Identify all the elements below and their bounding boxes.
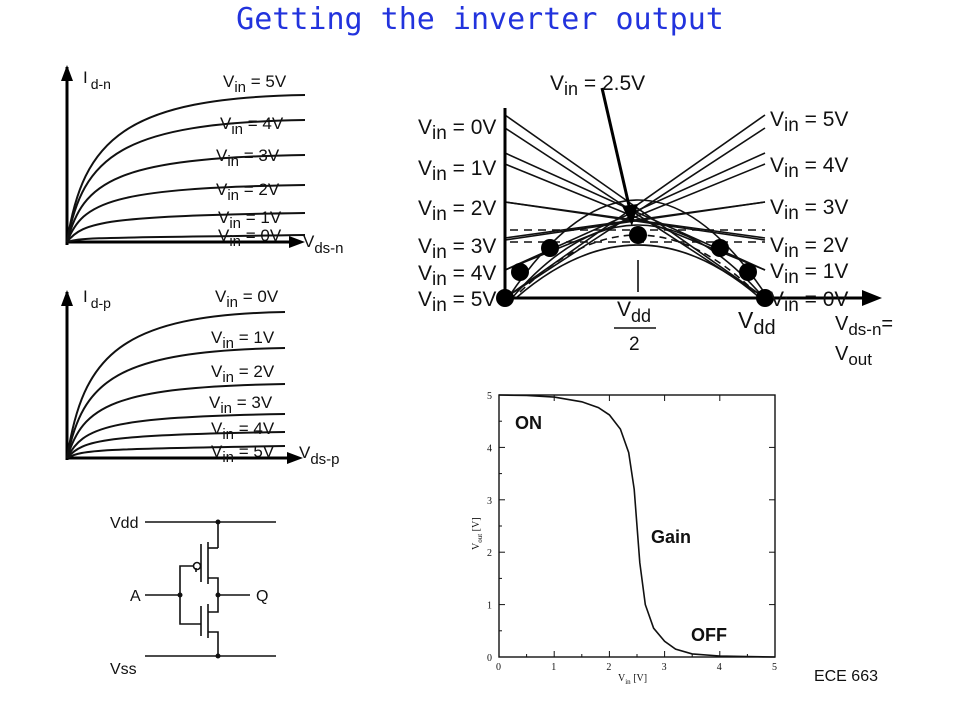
load-line — [504, 201, 766, 241]
pointer-arrow — [600, 87, 632, 211]
vtc-series-line — [498, 394, 776, 658]
operating-point — [756, 289, 774, 307]
junction-in — [177, 592, 183, 598]
right-curve-label: Vin = 0V — [770, 288, 848, 316]
output-label: Q — [256, 588, 268, 605]
junction-out — [215, 592, 221, 598]
pmos-curve — [66, 383, 286, 459]
vdd-label: Vdd — [110, 515, 138, 532]
nmos-curve — [66, 154, 306, 243]
pmos-curve — [66, 347, 286, 459]
label-on: ON — [515, 413, 542, 433]
operating-points — [496, 226, 774, 307]
nmos-curve — [66, 119, 306, 243]
y-tick-label: 2 — [487, 548, 492, 559]
x-axis-label: Vds-n — [303, 232, 344, 257]
left-curve-label: Vin = 4V — [418, 262, 496, 290]
left-curve-label: Vin = 3V — [418, 235, 496, 263]
nmos-curve-label: Vin = 1V — [218, 208, 282, 232]
junction-vdd — [215, 519, 221, 525]
label-vds-n: Vds-n= — [835, 313, 893, 339]
vss-label: Vss — [110, 661, 137, 678]
operating-point — [739, 263, 757, 281]
x-tick-label: 4 — [717, 662, 722, 673]
pmos-curve-label: Vin = 1V — [211, 328, 275, 352]
y-tick-label: 0 — [487, 653, 492, 664]
y-tick-label: 4 — [487, 443, 492, 454]
x-axis-label: Vds-p — [299, 443, 340, 468]
label-vdd: Vdd — [738, 307, 776, 339]
vtc-chart: 0 1 2 3 4 5 0 1 2 3 4 5 ON Gain OFF Vin [V] Vout [V… — [471, 391, 777, 686]
nmos-curve-label: Vin = 2V — [216, 180, 280, 204]
pmos-curve — [66, 445, 286, 459]
nmos-curve-label: Vin = 0V — [218, 226, 282, 250]
label-off: OFF — [691, 625, 727, 645]
parabola-middle — [511, 224, 765, 299]
nmos-curve-label: Vin = 4V — [220, 114, 284, 138]
label-gain: Gain — [651, 527, 691, 547]
left-curve-label: Vin = 5V — [418, 288, 496, 316]
operating-point — [496, 289, 514, 307]
label-vdd-half: Vdd — [617, 298, 651, 326]
operating-point — [511, 263, 529, 281]
label-vout: Vout — [835, 343, 872, 369]
right-curve-label: Vin = 5V — [770, 108, 848, 136]
nmos-curve — [66, 234, 306, 243]
right-curve-label: Vin = 4V — [770, 154, 848, 182]
x-tick-label: 0 — [496, 662, 501, 673]
pmos-curves — [66, 311, 286, 459]
nmos-curves — [66, 94, 306, 243]
pmos-curve-label: Vin = 3V — [209, 393, 273, 417]
nmos-curve-label: Vin = 5V — [223, 72, 287, 96]
y-tick-label: 3 — [487, 496, 492, 507]
label-vdd-half-den: 2 — [629, 334, 640, 355]
right-curve-label: Vin = 3V — [770, 196, 848, 224]
pmos-curve-label: Vin = 0V — [215, 287, 279, 311]
x-axis-label: Vin [V] — [618, 673, 647, 686]
x-tick-label: 5 — [772, 662, 777, 673]
nmos-curve — [66, 94, 306, 243]
pmos-curve-label: Vin = 5V — [211, 442, 275, 466]
pmos-curve — [66, 413, 286, 459]
vtc-ticks — [498, 394, 776, 658]
x-tick-label: 2 — [606, 662, 611, 673]
left-curve-label: Vin = 2V — [418, 197, 496, 225]
input-label: A — [130, 588, 141, 605]
label-vin-2-5: Vin = 2.5V — [550, 72, 645, 99]
slide-title: Getting the inverter output — [236, 2, 724, 37]
y-tick-label: 5 — [487, 391, 492, 402]
operating-point — [711, 239, 729, 257]
y-tick-label: 1 — [487, 601, 492, 612]
pmos-curve-label: Vin = 2V — [211, 362, 275, 386]
pmos-curve-label: Vin = 4V — [211, 419, 275, 443]
x-tick-label: 1 — [551, 662, 556, 673]
parabola-inner — [515, 244, 761, 299]
right-curve-label: Vin = 1V — [770, 260, 848, 288]
left-curve-label: Vin = 1V — [418, 157, 496, 185]
junction-vss — [215, 653, 221, 659]
pmos-curve — [66, 311, 286, 459]
y-axis-label: Vout [V] — [471, 517, 484, 550]
inverter-schematic: Vdd Vss A Q — [110, 515, 276, 678]
x-tick-label: 3 — [662, 662, 667, 673]
operating-point — [629, 226, 647, 244]
operating-point — [541, 239, 559, 257]
right-curve-label: Vin = 2V — [770, 234, 848, 262]
pmos-bubble — [192, 561, 202, 571]
nmos-curve — [66, 212, 306, 243]
pmos-curve — [66, 431, 286, 459]
nmos-curve — [66, 184, 306, 243]
nmos-curve-label: Vin = 3V — [216, 146, 280, 170]
left-curve-label: Vin = 0V — [418, 116, 496, 144]
course-label: ECE 663 — [813, 668, 878, 685]
